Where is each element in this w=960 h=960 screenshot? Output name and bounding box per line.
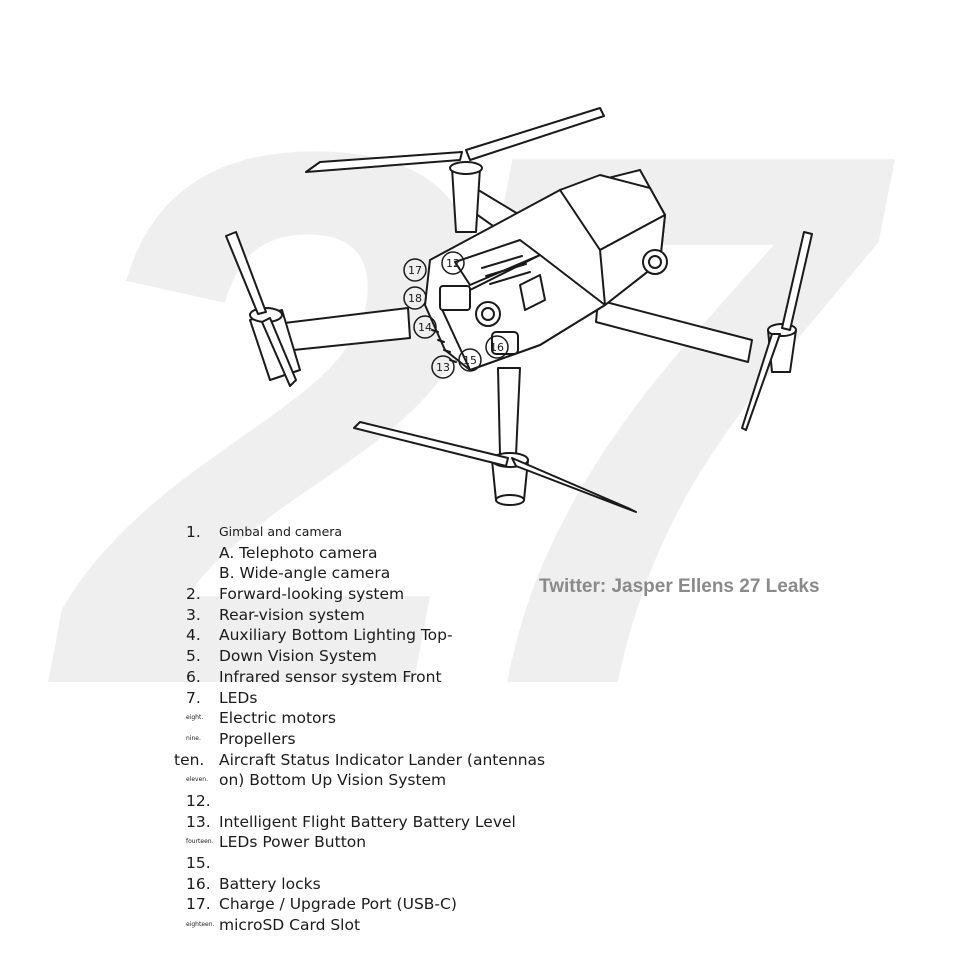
legend-text: Propellers [219, 729, 296, 748]
legend-number: eighteen. [186, 921, 215, 929]
legend-item: 7. LEDs [168, 688, 608, 709]
legend-text: Forward-looking system [219, 585, 405, 604]
legend-number: eight. [186, 714, 204, 722]
legend-text: Intelligent Flight Battery Battery Level [219, 812, 516, 831]
legend-item: eleven. on) Bottom Up Vision System [168, 770, 608, 791]
legend-text: Electric motors [219, 709, 336, 728]
legend-number: eleven. [186, 776, 209, 784]
legend-item: eight. Electric motors [168, 708, 608, 729]
legend-item: 1. Gimbal and camera [168, 522, 608, 543]
legend-text: LEDs Power Button [219, 833, 367, 852]
callout-14 [413, 315, 437, 339]
legend-text: Charge / Upgrade Port (USB-C) [219, 895, 457, 914]
callout-label-16: 16 [490, 341, 504, 354]
callout-17 [403, 258, 427, 282]
legend-number: 3. [186, 605, 201, 624]
legend-item: A. Telephoto camera [168, 543, 608, 564]
callout-16 [485, 335, 509, 359]
callout-label-15: 15 [463, 354, 477, 367]
callout-12 [441, 251, 465, 275]
callout-label-12: 12 [446, 257, 460, 270]
callout-labels: 17 12 18 14 16 15 13 [408, 257, 504, 374]
legend-number: ten. [174, 750, 205, 769]
legend-text: Battery locks [219, 874, 321, 893]
legend-number: nine. [186, 734, 201, 742]
legend-item: ten. Aircraft Status Indicator Lander (an… [168, 750, 608, 771]
legend-item: eighteen. microSD Card Slot [168, 915, 608, 936]
legend-text: Down Vision System [219, 647, 377, 666]
callout-label-13: 13 [436, 361, 450, 374]
legend-text: on) Bottom Up Vision System [219, 771, 447, 790]
legend-item: fourteen. LEDs Power Button [168, 832, 608, 853]
legend-item: 3. Rear-vision system [168, 605, 608, 626]
legend-text: B. Wide-angle camera [219, 564, 391, 583]
callout-label-18: 18 [408, 292, 422, 305]
callout-label-14: 14 [418, 321, 432, 334]
legend-item: 16. Battery locks [168, 874, 608, 895]
legend-number: 12. [186, 791, 211, 810]
legend-text: microSD Card Slot [219, 916, 361, 935]
legend-item: 17. Charge / Upgrade Port (USB-C) [168, 894, 608, 915]
legend-text: LEDs [219, 688, 258, 707]
callout-markers [403, 251, 509, 379]
legend-text: Aircraft Status Indicator Lander (antenn… [219, 750, 546, 769]
legend-item: 5. Down Vision System [168, 646, 608, 667]
legend-text: Auxiliary Bottom Lighting Top- [219, 626, 453, 645]
legend-text: Infrared sensor system Front [219, 667, 442, 686]
legend-number: 16. [186, 874, 211, 893]
callout-13 [431, 355, 455, 379]
drone-body [424, 169, 668, 371]
legend-item: 4. Auxiliary Bottom Lighting Top- [168, 625, 608, 646]
legend-text: Rear-vision system [219, 605, 365, 624]
legend-item: 15. [168, 853, 608, 874]
legend-item: B. Wide-angle camera [168, 563, 608, 584]
callout-18 [403, 286, 427, 310]
legend-item: 13. Intelligent Flight Battery Battery Le… [168, 812, 608, 833]
legend-number: 1. [186, 523, 201, 541]
legend-number: 15. [186, 854, 211, 872]
legend-number: fourteen. [186, 838, 214, 846]
legend-item: nine. Propellers [168, 729, 608, 750]
legend-text: Gimbal and camera [219, 524, 343, 539]
callout-label-17: 17 [408, 264, 422, 277]
legend-number: 7. [186, 688, 201, 707]
legend-item: 2. Forward-looking system [168, 584, 608, 605]
legend-number: 6. [186, 667, 201, 686]
legend-number: 4. [186, 626, 201, 645]
twitter-credit: Twitter: Jasper Ellens 27 Leaks [539, 576, 820, 597]
legend-item: 12. [168, 791, 608, 812]
legend-number: 17. [186, 895, 211, 914]
callout-15 [458, 348, 482, 372]
legend-number: 5. [186, 647, 201, 666]
legend-number: 13. [186, 812, 211, 831]
drone-propellers [225, 107, 813, 513]
legend-text: A. Telephoto camera [219, 543, 378, 562]
legend-number: 2. [186, 585, 201, 604]
legend-item: 6. Infrared sensor system Front [168, 667, 608, 688]
